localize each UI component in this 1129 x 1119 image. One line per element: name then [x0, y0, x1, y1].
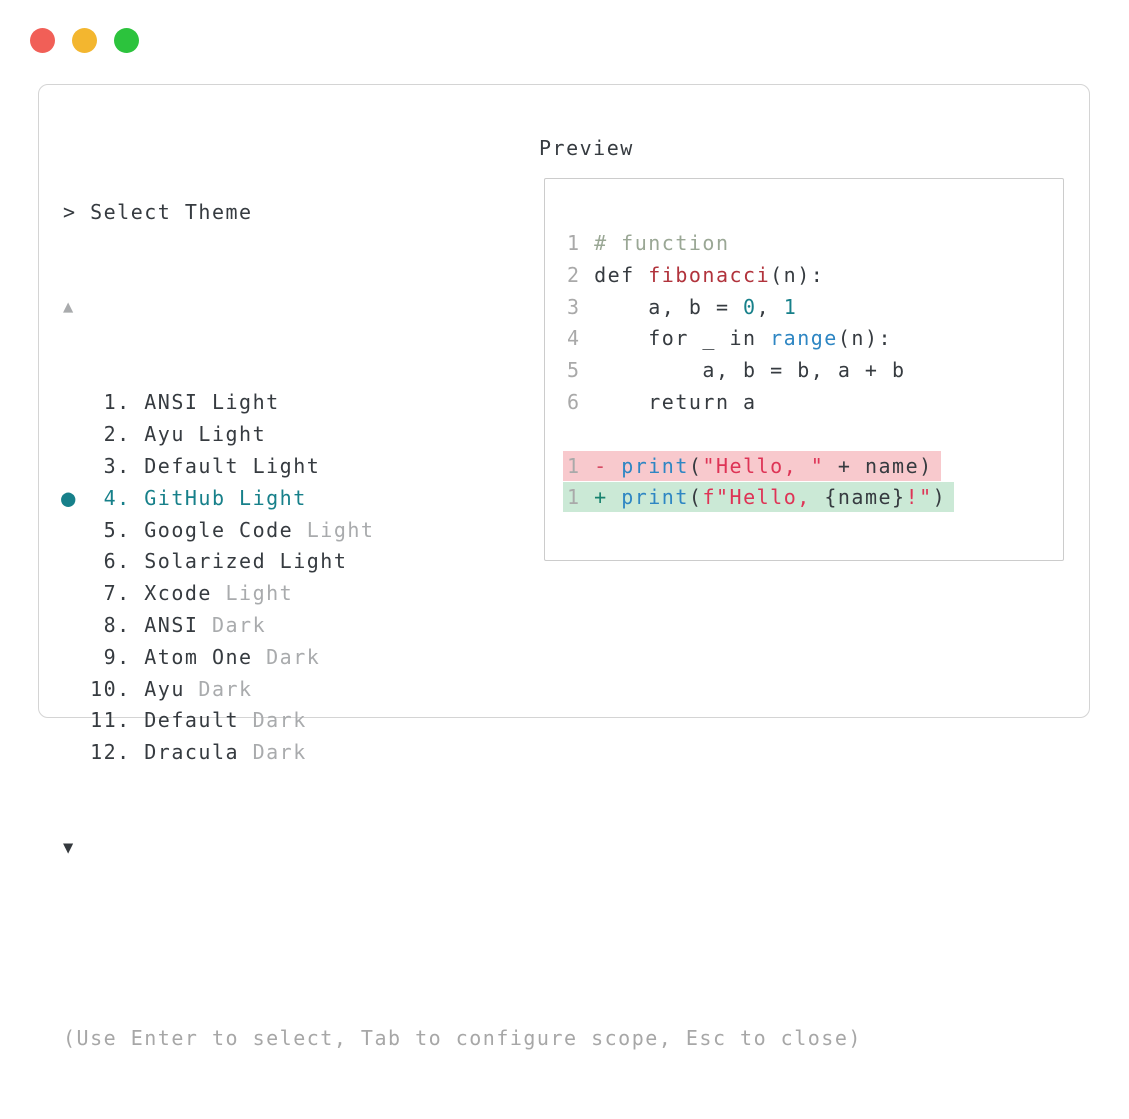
- code-line: 3 a, b = 0, 1: [567, 294, 798, 319]
- theme-item-variant: Light: [225, 581, 294, 606]
- theme-item-variant: Dark: [198, 676, 253, 701]
- theme-item-label: 2. Ayu Light: [63, 422, 267, 447]
- diff-added-line: 1 + print(f"Hello, {name}!"): [563, 482, 955, 514]
- theme-item-label: 3. Default Light: [63, 453, 321, 478]
- blank-line: [567, 419, 954, 451]
- theme-list-item-ayu[interactable]: 10. Ayu Dark: [63, 674, 862, 706]
- theme-list-item-ayu-light[interactable]: 2. Ayu Light: [63, 419, 862, 451]
- theme-list-item-default-light[interactable]: 3. Default Light: [63, 451, 862, 483]
- scroll-up-icon[interactable]: ▲: [63, 296, 75, 317]
- code-line: 1 # function: [567, 231, 730, 255]
- spacer-row: [63, 928, 862, 960]
- theme-item-label: 7. Xcode: [63, 581, 226, 606]
- theme-item-label: 4. GitHub Light: [63, 485, 307, 510]
- preview-title: Preview: [539, 136, 634, 160]
- code-line: 6 return a: [567, 389, 757, 414]
- palette-header: > Select Theme: [63, 197, 862, 229]
- code-line: 5 a, b = b, a + b: [567, 358, 906, 383]
- theme-item-label: 6. Solarized Light: [63, 549, 348, 574]
- theme-item-variant: Light: [306, 517, 375, 542]
- theme-item-variant: Dark: [252, 708, 307, 733]
- theme-list-item-ansi-light[interactable]: 1. ANSI Light: [63, 387, 862, 419]
- theme-item-label: 5. Google Code: [63, 517, 307, 542]
- keyboard-hints: (Use Enter to select, Tab to configure s…: [63, 1026, 862, 1051]
- theme-list-item-default[interactable]: 11. Default Dark: [63, 705, 862, 737]
- theme-list-item-dracula[interactable]: 12. Dracula Dark: [63, 737, 862, 769]
- theme-item-label: 11. Default: [63, 708, 253, 733]
- scroll-down-icon[interactable]: ▼: [63, 837, 75, 858]
- theme-item-variant: Dark: [252, 740, 307, 765]
- theme-item-label: 1. ANSI Light: [63, 390, 280, 415]
- theme-preview-box: 1 # function 2 def fibonacci(n): 3 a, b = …: [544, 178, 1064, 561]
- prompt-chevron: >: [63, 199, 91, 224]
- theme-item-label: 9. Atom One: [63, 644, 267, 669]
- theme-item-label: 8. ANSI: [63, 612, 212, 637]
- theme-item-label: 12. Dracula: [63, 740, 253, 765]
- code-preview: 1 # function 2 def fibonacci(n): 3 a, b = …: [563, 228, 955, 514]
- theme-list-item-solarized-light[interactable]: 6. Solarized Light: [63, 546, 862, 578]
- theme-list-item-atom-one[interactable]: 9. Atom One Dark: [63, 642, 862, 674]
- theme-list-item-google-code[interactable]: 5. Google Code Light: [63, 515, 862, 547]
- theme-list-item-ansi[interactable]: 8. ANSI Dark: [63, 610, 862, 642]
- theme-item-variant: Dark: [266, 644, 321, 669]
- diff-removed-line: 1 - print("Hello, " + name): [563, 450, 954, 483]
- theme-item-label: 10. Ayu: [63, 676, 199, 701]
- zoom-button[interactable]: [114, 28, 139, 53]
- minimize-button[interactable]: [72, 28, 97, 53]
- theme-list-item-github-light[interactable]: ● 4. GitHub Light: [61, 483, 862, 515]
- theme-picker-panel: > Select Theme ▲ 1. ANSI Light 2. Ayu Li…: [38, 84, 1090, 1050]
- page-title: Select Theme: [90, 199, 253, 224]
- theme-list-item-xcode[interactable]: 7. Xcode Light: [63, 578, 862, 610]
- selected-bullet-icon: ●: [61, 483, 77, 512]
- code-line: 4 for _ in range(n):: [567, 326, 893, 351]
- window-controls: [30, 28, 139, 53]
- theme-item-variant: Dark: [211, 612, 267, 637]
- close-button[interactable]: [30, 28, 55, 53]
- code-line: 2 def fibonacci(n):: [567, 262, 825, 287]
